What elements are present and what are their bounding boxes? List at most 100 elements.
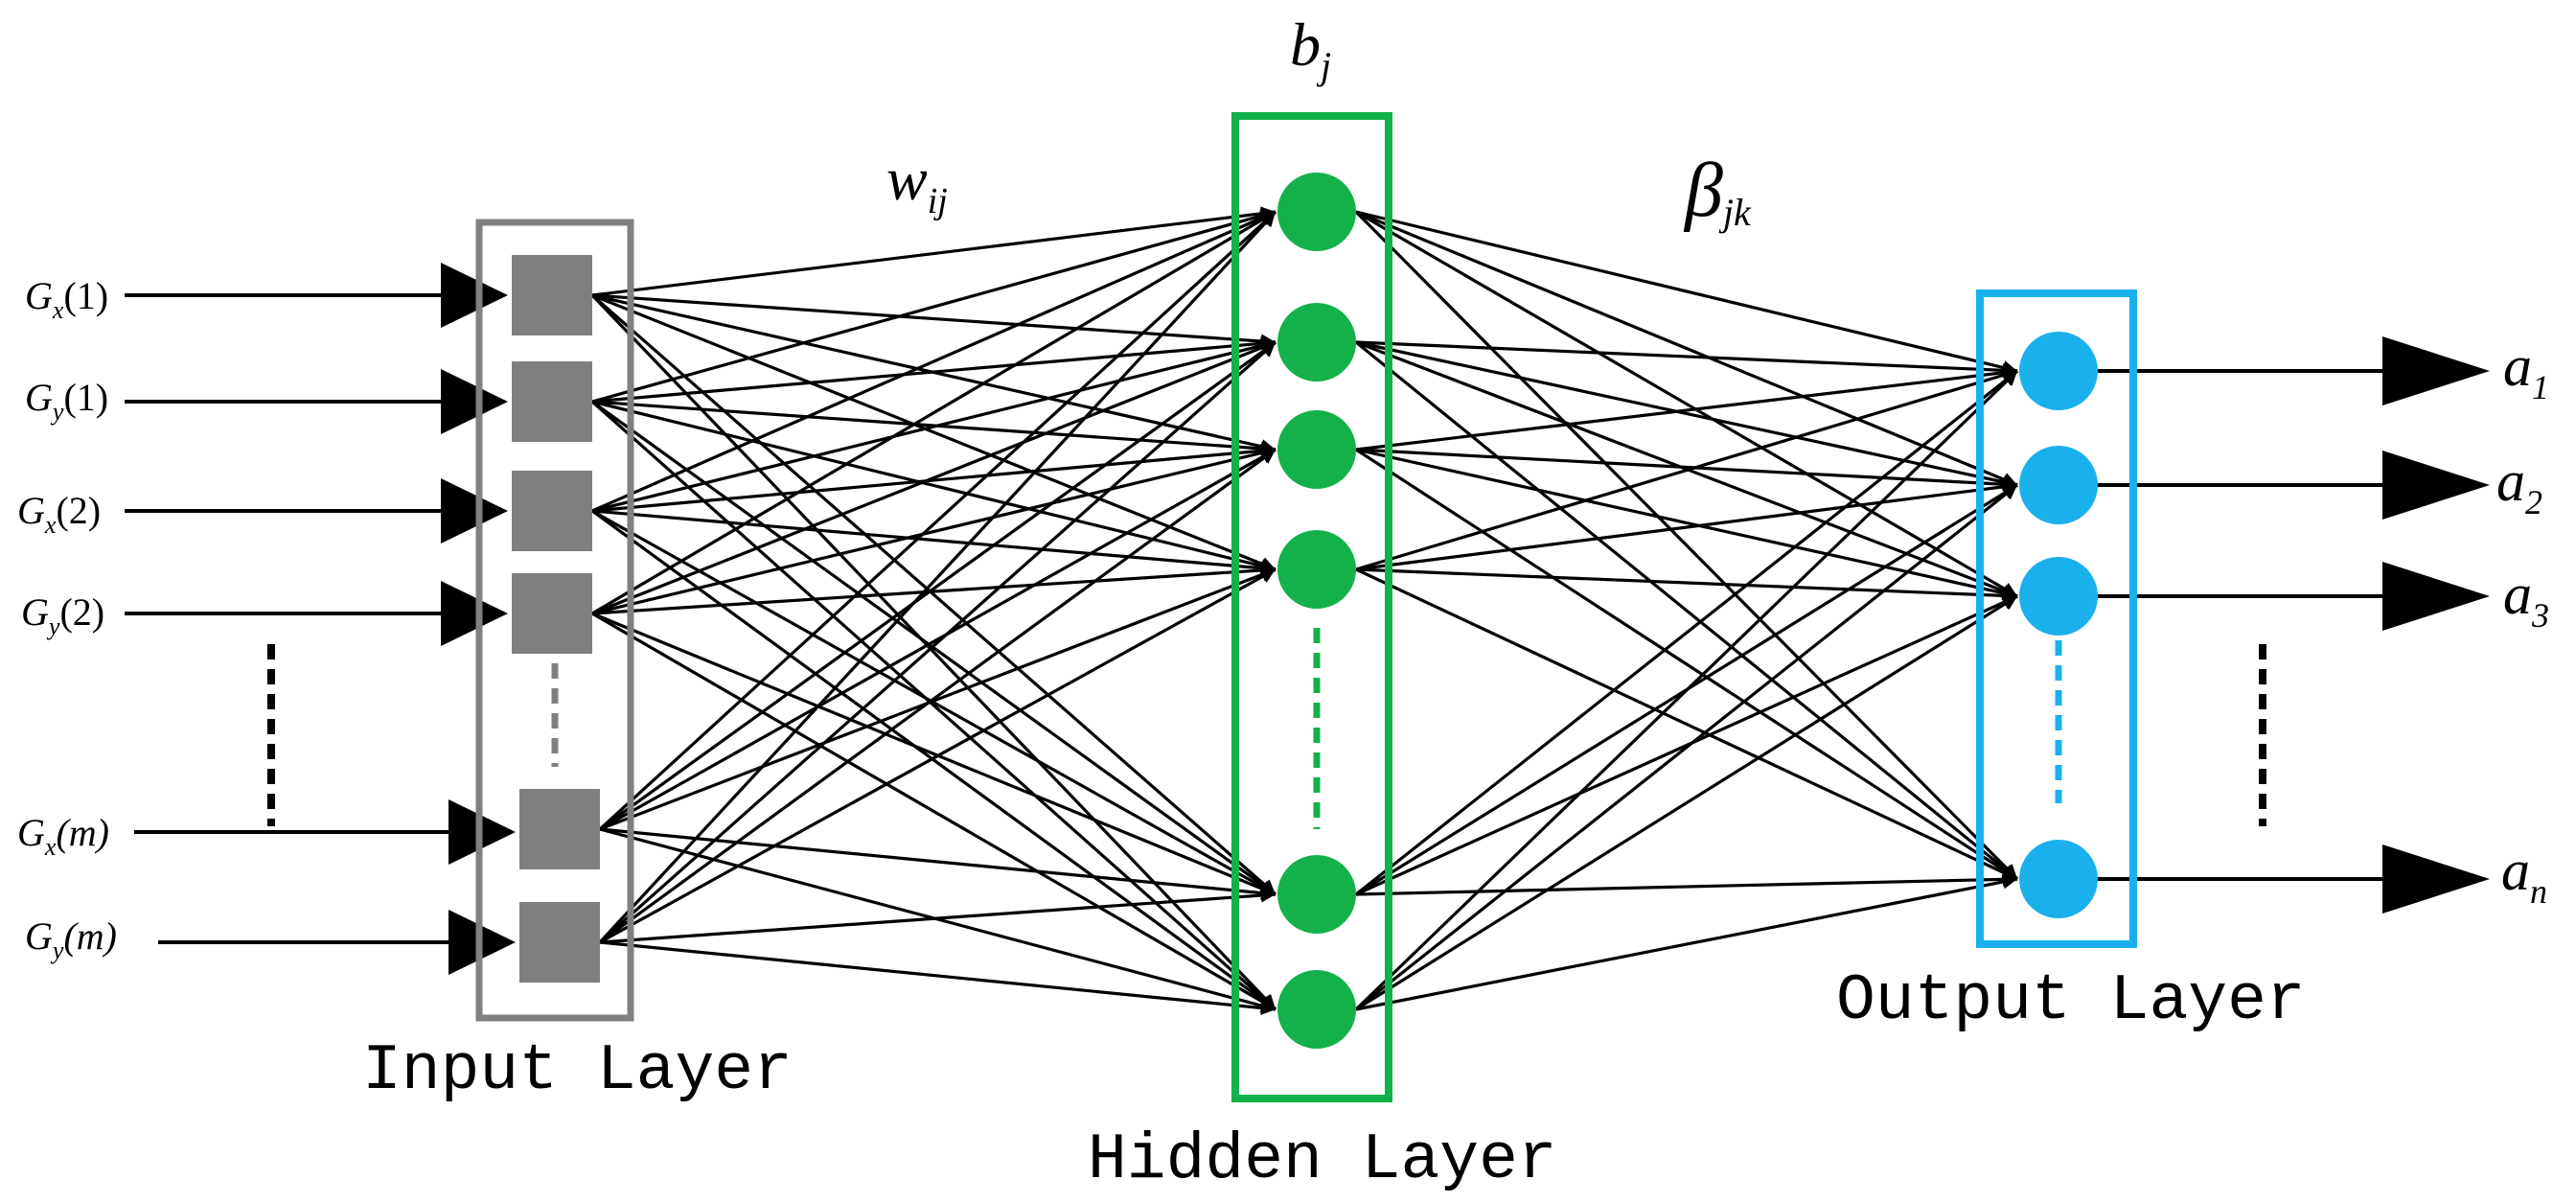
connection-in-3-2 — [591, 446, 1276, 615]
connection-in-0-0 — [591, 206, 1276, 297]
connection-in-1-1 — [591, 335, 1276, 404]
input-arrow-head — [441, 369, 508, 434]
weight-in-label: wij — [886, 145, 948, 221]
hidden-node-3 — [1277, 530, 1356, 609]
connection-out-2-3 — [1355, 448, 2018, 881]
connection-in-2-1 — [591, 338, 1276, 513]
output-node-2 — [2019, 557, 2098, 636]
input-node-5 — [519, 902, 600, 983]
input-node-1 — [512, 361, 592, 442]
output-arrows — [2098, 336, 2490, 914]
connection-out-5-3 — [1355, 874, 2018, 1011]
output-nodes — [2019, 332, 2098, 918]
hidden-nodes — [1277, 173, 1356, 1049]
connection-in-3-5 — [591, 612, 1276, 1011]
connection-out-5-2 — [1355, 594, 2018, 1011]
input-arrow-head — [441, 263, 508, 328]
connection-out-3-2 — [1355, 567, 2018, 603]
connection-in-4-4 — [599, 827, 1276, 901]
hidden-layer-box — [1231, 112, 1392, 1102]
hidden-node-5 — [1277, 970, 1356, 1049]
input-node-0 — [512, 255, 592, 335]
connection-in-1-5 — [590, 400, 1277, 1011]
connection-in-4-2 — [599, 448, 1276, 831]
connection-out-3-3 — [1355, 567, 2018, 881]
output-node-1 — [2019, 446, 2098, 524]
connection-out-1-0 — [1355, 340, 2018, 378]
connection-out-1-3 — [1354, 340, 2019, 881]
input-label-4: Gx(m) — [17, 811, 109, 861]
connection-in-3-4 — [591, 612, 1276, 896]
input-node-2 — [512, 471, 592, 551]
weight-out-label: βjk — [1683, 149, 1752, 234]
connection-in-5-0 — [598, 210, 1277, 944]
connection-in-1-3 — [591, 400, 1276, 573]
connection-out-4-0 — [1355, 369, 2018, 896]
connection-in-2-0 — [591, 210, 1276, 513]
input-arrows — [125, 263, 516, 975]
connection-in-4-3 — [599, 567, 1276, 831]
input-label-1: Gy(1) — [25, 376, 108, 426]
hidden-node-1 — [1277, 303, 1356, 382]
connection-in-3-3 — [591, 563, 1276, 615]
output-arrow-head — [2382, 336, 2490, 405]
connection-in-2-5 — [591, 509, 1276, 1011]
connection-out-3-0 — [1355, 368, 2018, 571]
input-arrow-head — [441, 478, 508, 544]
input-layer-box — [475, 219, 634, 1022]
connection-out-0-3 — [1354, 210, 2019, 881]
output-arrow-head — [2382, 562, 2490, 631]
connection-out-4-3 — [1355, 871, 2018, 896]
output-node-0 — [2019, 332, 2098, 410]
input-label-0: Gx(1) — [25, 274, 108, 324]
output-layer-box — [1976, 289, 2137, 948]
connection-in-5-2 — [599, 448, 1276, 944]
output-label-1: a2 — [2496, 450, 2542, 521]
hidden-node-0 — [1277, 173, 1356, 251]
output-label-2: a3 — [2503, 563, 2549, 635]
connection-in-5-1 — [598, 340, 1277, 944]
connection-in-0-3 — [591, 293, 1276, 571]
input-arrow-head — [441, 581, 508, 646]
connection-in-0-5 — [590, 293, 1277, 1011]
connection-out-0-2 — [1355, 210, 2018, 598]
output-layer-caption: Output Layer — [1836, 964, 2306, 1038]
bias-label: bj — [1290, 11, 1331, 87]
connection-in-5-5 — [599, 940, 1276, 1015]
output-label-3: an — [2501, 839, 2547, 911]
hidden-node-2 — [1277, 410, 1356, 489]
connection-in-3-0 — [591, 210, 1276, 615]
input-nodes — [512, 255, 600, 983]
connection-in-5-3 — [599, 567, 1276, 944]
input-node-4 — [519, 789, 600, 869]
connection-in-4-1 — [599, 340, 1276, 831]
connection-out-2-0 — [1355, 365, 2018, 451]
connection-out-5-0 — [1354, 369, 2019, 1011]
input-label-3: Gy(2) — [21, 590, 104, 640]
input-hidden-connections — [590, 206, 1277, 1015]
output-label-0: a1 — [2503, 335, 2549, 406]
connection-out-1-1 — [1355, 340, 2018, 490]
connection-in-4-0 — [598, 210, 1277, 831]
connection-in-0-4 — [590, 293, 1277, 896]
connection-in-2-3 — [591, 509, 1276, 576]
connection-out-5-1 — [1355, 483, 2018, 1011]
output-arrow-head — [2382, 844, 2490, 914]
hidden-node-4 — [1277, 855, 1356, 934]
input-label-5: Gy(m) — [25, 914, 117, 964]
connection-in-3-1 — [591, 340, 1276, 615]
hidden-layer-caption: Hidden Layer — [1088, 1123, 1557, 1197]
connection-in-5-4 — [599, 888, 1276, 944]
connection-out-3-1 — [1355, 479, 2018, 571]
connection-out-0-0 — [1355, 210, 2018, 375]
input-labels: Gx(1) Gy(1) Gx(2) Gy(2) Gx(m) Gy(m) — [17, 274, 117, 964]
connection-in-2-2 — [591, 443, 1276, 513]
hidden-output-connections — [1354, 210, 2019, 1011]
output-arrow-head — [2382, 451, 2490, 520]
input-label-2: Gx(2) — [17, 489, 101, 539]
input-layer-caption: Input Layer — [362, 1034, 793, 1108]
input-node-3 — [512, 573, 592, 654]
output-labels: a1 a2 a3 an — [2496, 335, 2549, 911]
output-node-3 — [2019, 840, 2098, 918]
